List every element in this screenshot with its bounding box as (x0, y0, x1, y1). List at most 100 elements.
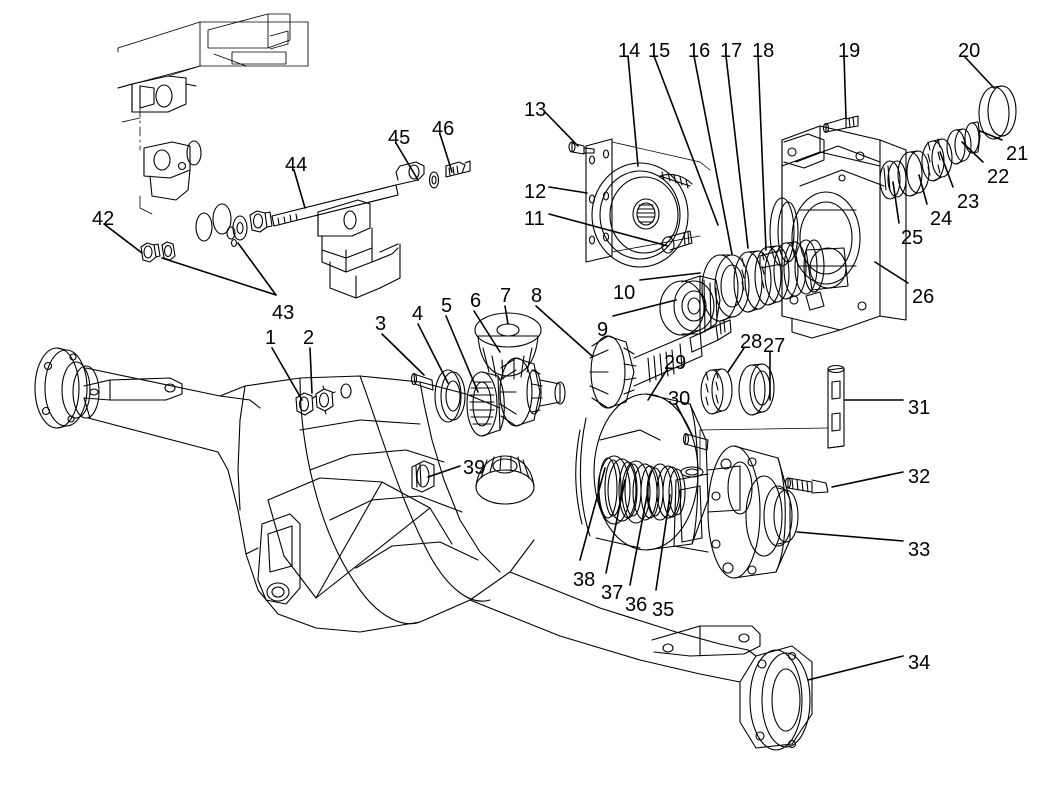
leader-line-28 (727, 347, 745, 373)
callout-1: 1 (265, 327, 277, 349)
callout-13: 13 (524, 99, 547, 121)
leader-line-21 (979, 130, 1003, 141)
leader-line-37 (605, 479, 626, 574)
callout-39: 39 (463, 457, 486, 479)
leader-line-12 (548, 186, 588, 194)
bolt-46 (445, 160, 471, 178)
callout-43: 43 (272, 302, 295, 324)
leader-line-42 (103, 223, 143, 254)
bearing-cone-28 (700, 368, 733, 415)
leader-line-9 (612, 299, 677, 317)
callout-24: 24 (930, 208, 953, 230)
leader-line-22 (961, 141, 984, 163)
leader-line-5 (445, 315, 479, 393)
leader-line-24 (918, 174, 928, 205)
washer-c (195, 212, 213, 242)
leader-line-39 (427, 465, 461, 478)
leader-line-26 (874, 261, 909, 284)
callout-4: 4 (412, 303, 424, 325)
leader-line-30 (675, 403, 693, 436)
callout-33: 33 (908, 539, 931, 561)
callout-5: 5 (441, 295, 453, 317)
callout-11: 11 (524, 208, 545, 230)
bolt-13 (568, 141, 595, 155)
bearing-cup-27 (738, 363, 775, 416)
roll-pin-3 (410, 372, 434, 391)
frame-bracket-upper (117, 75, 197, 113)
callout-10: 10 (613, 282, 636, 304)
callout-17: 17 (720, 40, 743, 62)
pinion-yoke-9 (659, 275, 721, 336)
callout-7: 7 (500, 285, 512, 307)
ring-gear-teeth (575, 417, 591, 537)
bolt-32 (784, 477, 829, 494)
bolt-19 (822, 115, 859, 134)
roll-pin-30 (682, 432, 709, 451)
callout-19: 19 (838, 40, 861, 62)
side-gear-5 (466, 371, 505, 437)
callout-37: 37 (601, 582, 624, 604)
washer-a (186, 140, 202, 166)
callout-30: 30 (668, 388, 691, 410)
callout-35: 35 (652, 599, 675, 621)
leader-line-7 (504, 305, 509, 325)
callout-42: 42 (92, 208, 115, 230)
leader-line-8 (535, 305, 593, 357)
axle-housing (34, 347, 813, 751)
callout-38: 38 (573, 569, 596, 591)
leader-line-36 (629, 489, 649, 586)
callout-36: 36 (625, 594, 648, 616)
callout-18: 18 (752, 40, 775, 62)
callout-26: 26 (912, 286, 935, 308)
thrust-washer-4 (434, 369, 466, 423)
leader-line-15 (653, 55, 719, 226)
washer-43b (232, 215, 248, 241)
callout-3: 3 (375, 313, 387, 335)
frame-reference (117, 13, 309, 89)
callout-12: 12 (524, 181, 547, 203)
leader-line-32 (831, 471, 904, 488)
leader-line-11 (548, 213, 669, 247)
callout-34: 34 (908, 652, 931, 674)
shim-35 (662, 466, 686, 518)
callout-31: 31 (908, 397, 931, 419)
callout-46: 46 (432, 118, 455, 140)
callout-2: 2 (303, 327, 315, 349)
leader-line-13 (544, 111, 579, 147)
leader-line-29 (647, 367, 669, 401)
callout-9: 9 (597, 319, 609, 341)
nut-2 (312, 385, 336, 415)
locknut-1 (295, 392, 314, 416)
callout-22: 22 (987, 166, 1010, 188)
right-bearing-stack (879, 85, 1017, 200)
callout-21: 21 (1006, 143, 1029, 165)
axle-hub-33 (673, 445, 799, 579)
bevel-gear-7 (474, 312, 542, 380)
gasket-14 (591, 162, 693, 268)
callout-27: 27 (763, 335, 786, 357)
leader-line-38 (579, 467, 606, 561)
callout-25: 25 (901, 227, 924, 249)
washer-b (212, 203, 232, 235)
gearbox-housing-26 (759, 115, 907, 339)
leader-line-14 (627, 55, 639, 167)
leader-line-35 (655, 494, 671, 591)
nut-43c (249, 210, 273, 233)
callout-44: 44 (285, 154, 308, 176)
callout-20: 20 (958, 40, 981, 62)
leader-line-6 (473, 310, 501, 353)
callout-14: 14 (618, 40, 641, 62)
leader-line-25 (892, 181, 900, 224)
leader-line-46 (439, 133, 453, 173)
support-bracket (317, 199, 401, 299)
callout-6: 6 (470, 290, 482, 312)
leader-line-34 (807, 655, 904, 681)
bevel-gear-lower (475, 455, 535, 505)
leader-line-1 (271, 347, 303, 401)
leader-line-3 (381, 333, 425, 376)
housing-lug (257, 513, 301, 605)
leader-line-33 (796, 531, 904, 542)
